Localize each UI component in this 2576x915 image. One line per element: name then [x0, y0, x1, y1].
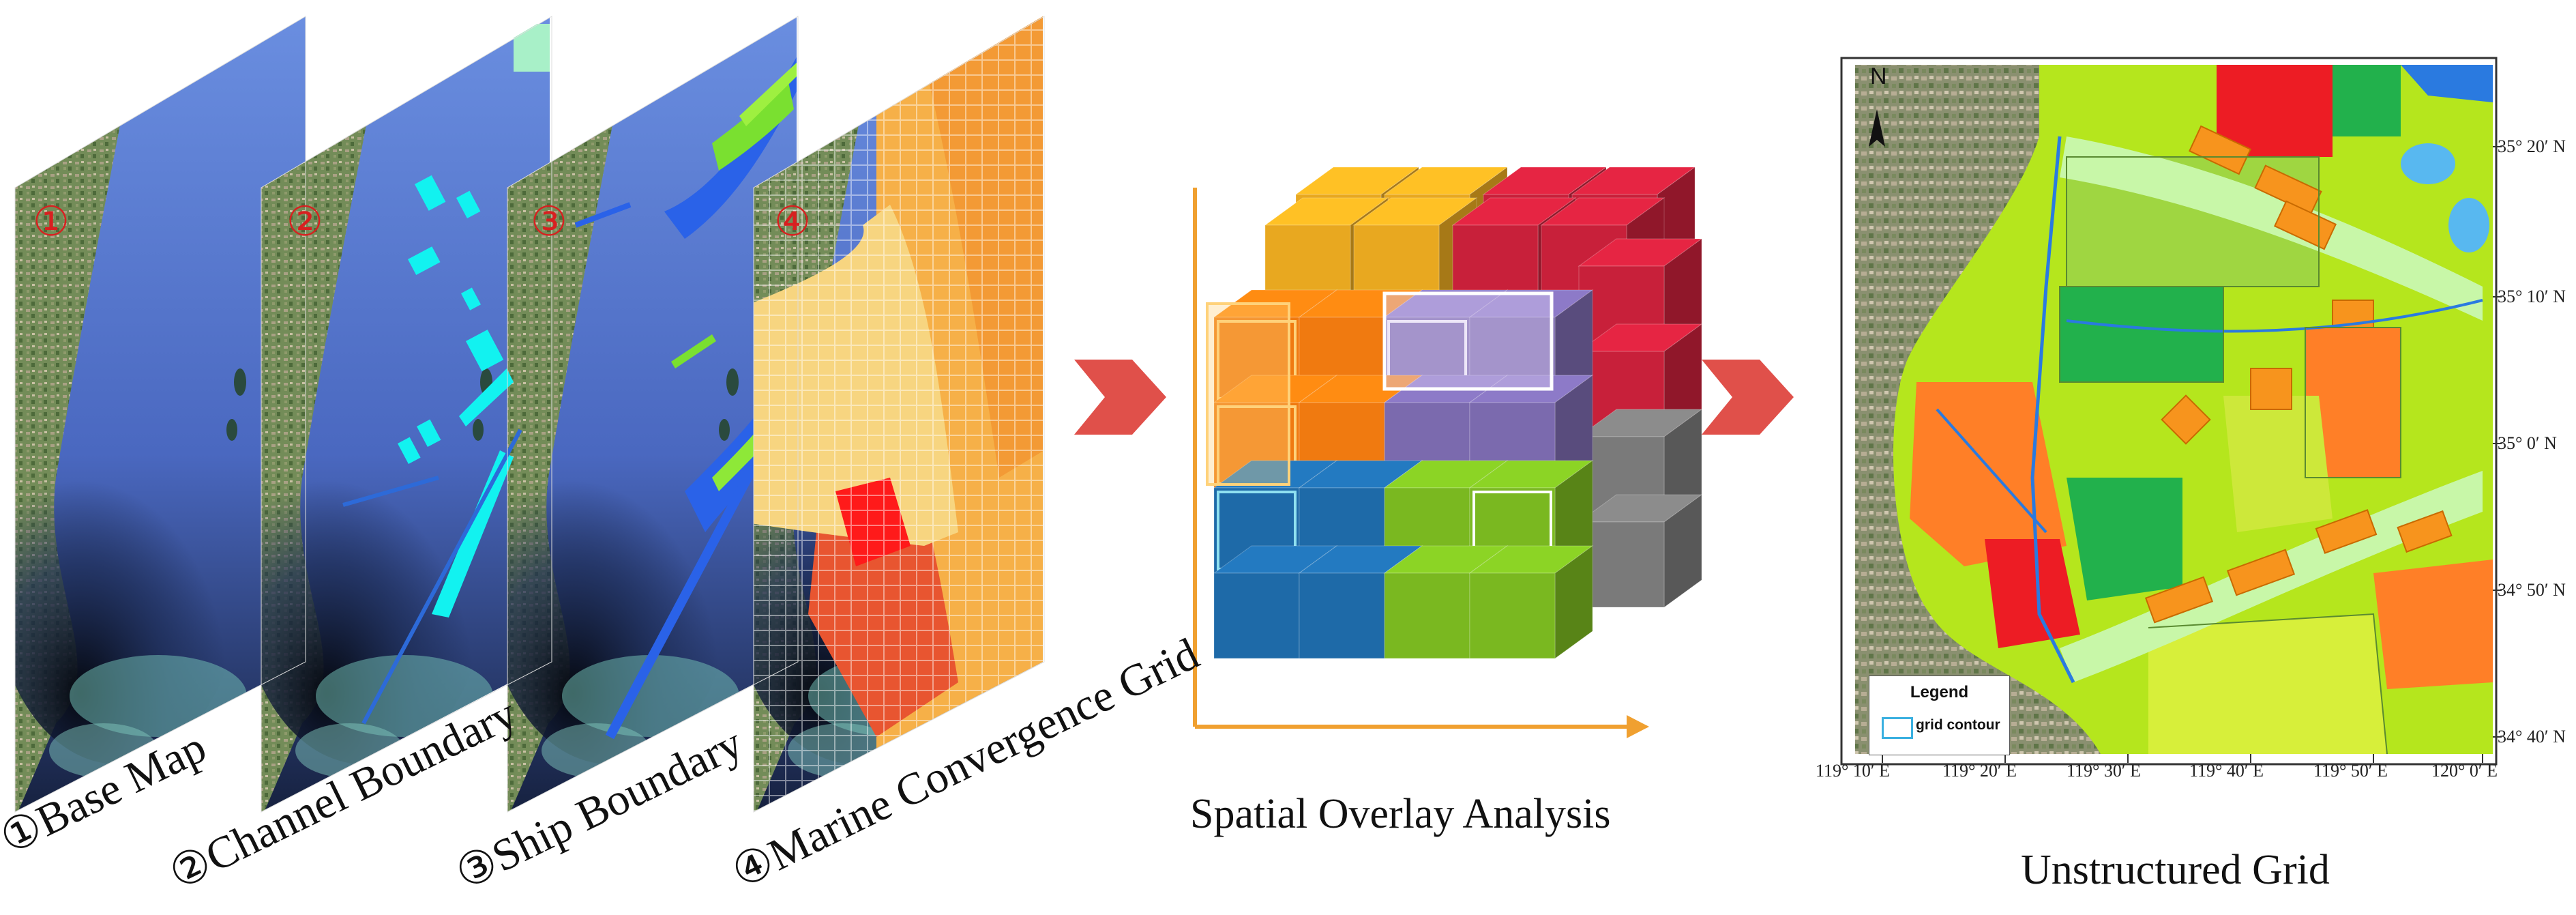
zone-orange-block [2254, 164, 2322, 215]
lon-label: 119° 30′ E [2067, 761, 2142, 781]
cube-front [1469, 572, 1556, 659]
grid-contour [2148, 613, 2388, 754]
north-label: N [1870, 63, 1887, 89]
overlay-highlight-box [1382, 291, 1554, 391]
layer-badge-2: ② [286, 199, 323, 244]
zone-orange [1910, 382, 2067, 566]
zone-red [2217, 65, 2333, 157]
channel-zone [459, 368, 514, 426]
cube-front [1213, 572, 1300, 659]
lon-label: 119° 40′ E [2189, 761, 2264, 781]
lon-label: 119° 50′ E [2313, 761, 2388, 781]
channel-line [342, 429, 522, 725]
channel-boundary-shapes [342, 24, 550, 725]
legend-item-label: grid contour [1916, 717, 2000, 733]
zone-green [2060, 287, 2223, 382]
zone-orange-block [2397, 510, 2453, 553]
grid-contour [2305, 327, 2401, 478]
zone-orange-block [2161, 394, 2211, 445]
lat-label: 35° 20′ N [2498, 136, 2566, 156]
zone-green [2067, 478, 2182, 600]
base-map-panel [15, 16, 306, 812]
cube-front [1299, 572, 1385, 659]
grid-contour [2066, 156, 2320, 287]
overlay-cube [1578, 238, 1703, 352]
water-body [2401, 65, 2493, 102]
ship-zone [671, 334, 716, 368]
island [726, 368, 739, 396]
marine-grid-cells [754, 16, 1043, 812]
flow-arrow [1702, 360, 1794, 435]
lat-label: 34° 50′ N [2498, 580, 2566, 600]
zone-orange-block [2144, 576, 2214, 624]
channel-zone [432, 450, 514, 618]
overlay-cube [1468, 460, 1594, 574]
lat-label: 35° 10′ N [2498, 287, 2566, 306]
grid-contour [2059, 286, 2224, 383]
lon-label: 119° 20′ E [1942, 761, 2017, 781]
overlay-highlight-box [1206, 302, 1290, 486]
channel-zone [514, 24, 550, 72]
island [473, 419, 484, 441]
lon-label: 120° 0′ E [2431, 761, 2498, 781]
zone-red [1985, 539, 2080, 648]
zone-orange-block [2226, 549, 2296, 596]
cube-front [1384, 572, 1470, 659]
channel-zone [407, 246, 441, 275]
panel-outline [507, 16, 799, 813]
channel-band [2060, 136, 2483, 321]
panel-outline [261, 16, 552, 813]
lat-label: 34° 40′ N [2498, 727, 2566, 746]
lon-label: 119° 10′ E [1816, 761, 1891, 781]
zone-yellow-green [2148, 614, 2387, 754]
island [234, 368, 246, 396]
zone-yellow-green [2223, 396, 2333, 532]
channel-zone [460, 287, 482, 310]
ship-route [574, 202, 632, 228]
coastline [2030, 136, 2075, 684]
channel-zone [417, 419, 441, 448]
overlay-caption: Spatial Overlay Analysis [1190, 791, 1611, 837]
layer-badge-3: ③ [531, 199, 567, 244]
zone-green [2333, 65, 2401, 136]
zone-orange-block [2273, 200, 2337, 250]
channel-zone [397, 437, 421, 465]
water-body [2448, 198, 2489, 252]
water-body [2401, 143, 2455, 184]
ship-zone [664, 55, 797, 239]
island [226, 419, 237, 441]
channel-zone [466, 330, 504, 372]
overlay-cube [1578, 494, 1703, 608]
channel-zone [414, 175, 446, 211]
map-legend: Legend grid contour [1869, 676, 2010, 755]
lat-label: 35° 0′ N [2498, 433, 2557, 453]
zone-orange-block [2315, 509, 2378, 554]
legend-swatch [1882, 717, 1913, 739]
layer-badge-4: ④ [774, 199, 811, 244]
channel-boundary-panel [261, 16, 550, 812]
zone-orange-block [2188, 125, 2252, 175]
zone-orange [2305, 328, 2401, 478]
channel-zone [456, 190, 481, 219]
grid-lines [754, 16, 1043, 812]
north-arrow-icon [1869, 109, 1885, 147]
overlay-cube [1468, 545, 1594, 659]
panel-outline [753, 16, 1045, 813]
ship-route [605, 413, 785, 740]
legend-title: Legend [1910, 683, 1969, 701]
channel-line [1936, 408, 2047, 534]
island [719, 419, 730, 441]
flow-arrow [1074, 360, 1166, 435]
panel-outline [14, 16, 306, 813]
ship-zone [739, 61, 797, 126]
result-caption: Unstructured Grid [2021, 847, 2330, 893]
map-body [1855, 65, 2493, 754]
zone-orange-block [2250, 368, 2292, 410]
channel-line [2066, 299, 2483, 333]
layer-badge-1: ① [33, 199, 70, 244]
x-axis-arrowhead [1627, 715, 1649, 738]
zone-orange [2373, 560, 2493, 689]
